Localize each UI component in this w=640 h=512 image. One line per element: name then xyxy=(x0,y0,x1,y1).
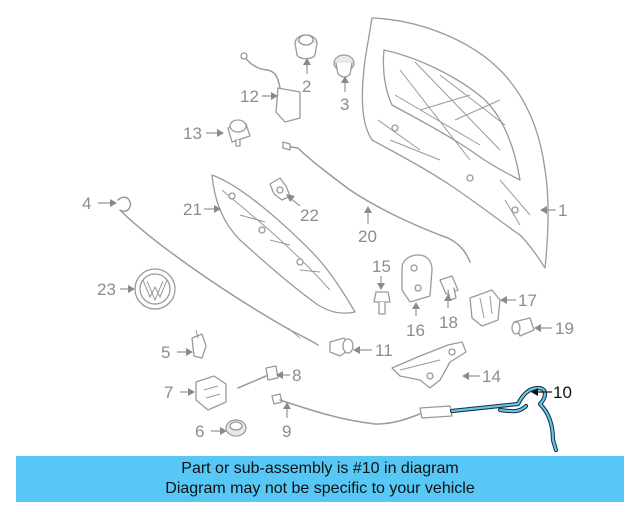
callout-5: 5 xyxy=(161,343,193,362)
svg-text:20: 20 xyxy=(358,227,377,246)
part-3-grommet xyxy=(333,54,355,78)
svg-text:5: 5 xyxy=(161,343,170,362)
callout-13: 13 xyxy=(183,124,224,143)
diagram-notice-banner: Part or sub-assembly is #10 in diagram D… xyxy=(16,456,624,502)
svg-text:8: 8 xyxy=(292,366,301,385)
svg-text:11: 11 xyxy=(375,341,393,360)
part-16-plate xyxy=(401,254,433,303)
callout-10: 10 xyxy=(531,383,572,402)
part-5-clip xyxy=(191,329,207,359)
svg-text:16: 16 xyxy=(406,321,425,340)
svg-text:4: 4 xyxy=(82,194,91,213)
callout-16: 16 xyxy=(406,302,425,340)
svg-text:19: 19 xyxy=(555,319,574,338)
svg-text:22: 22 xyxy=(300,206,319,225)
svg-text:17: 17 xyxy=(518,291,537,310)
callout-2: 2 xyxy=(302,58,311,96)
callout-1: 1 xyxy=(540,201,567,220)
banner-line-disclaimer: Diagram may not be specific to your vehi… xyxy=(165,480,475,497)
callout-23: 23 xyxy=(97,280,135,299)
part-7-block xyxy=(195,375,227,411)
part-17-bracket xyxy=(469,289,501,327)
svg-text:9: 9 xyxy=(282,422,291,441)
part-12-bracket xyxy=(240,52,301,123)
callout-3: 3 xyxy=(340,76,349,114)
callout-12: 12 xyxy=(240,87,278,106)
svg-text:3: 3 xyxy=(340,95,349,114)
svg-text:21: 21 xyxy=(183,200,202,219)
svg-text:13: 13 xyxy=(183,124,202,143)
svg-text:10: 10 xyxy=(553,383,572,402)
callout-14: 14 xyxy=(462,367,501,386)
part-10-highlighted-cable xyxy=(449,385,559,453)
callout-19: 19 xyxy=(534,319,574,338)
callout-4: 4 xyxy=(82,194,117,213)
callout-15: 15 xyxy=(372,257,391,290)
part-14-hinge xyxy=(391,341,467,389)
part-19-grommet xyxy=(511,317,535,337)
svg-text:15: 15 xyxy=(372,257,391,276)
svg-text:2: 2 xyxy=(302,77,311,96)
svg-text:12: 12 xyxy=(240,87,259,106)
callout-20: 20 xyxy=(358,206,377,246)
svg-text:6: 6 xyxy=(195,422,204,441)
svg-text:18: 18 xyxy=(439,313,458,332)
svg-text:7: 7 xyxy=(164,383,173,402)
part-13-bolt xyxy=(227,119,251,147)
part-4-prop-rod xyxy=(117,196,319,346)
part-18-bumper xyxy=(439,275,459,301)
svg-text:23: 23 xyxy=(97,280,116,299)
part-22-clip xyxy=(269,177,291,201)
callout-21: 21 xyxy=(183,200,221,219)
callout-7: 7 xyxy=(164,383,195,402)
svg-text:1: 1 xyxy=(558,201,567,220)
part-8-screw xyxy=(237,365,279,389)
callout-17: 17 xyxy=(500,291,537,310)
callout-6: 6 xyxy=(195,422,227,441)
svg-text:14: 14 xyxy=(482,367,501,386)
callout-18: 18 xyxy=(439,294,458,332)
banner-line-part-number: Part or sub-assembly is #10 in diagram xyxy=(181,460,459,477)
part-21-insulation-pad xyxy=(211,174,356,314)
parts-diagram: 1 2 3 4 5 6 7 8 9 10 xyxy=(82,17,574,453)
callout-22: 22 xyxy=(286,194,319,225)
callout-9: 9 xyxy=(282,402,291,441)
callout-11: 11 xyxy=(353,341,393,360)
part-2-bumper-stop xyxy=(294,34,318,60)
callout-8: 8 xyxy=(276,366,301,385)
part-20-cable xyxy=(282,141,471,263)
part-6-grommet xyxy=(225,419,247,437)
part-11-buffer xyxy=(329,337,354,357)
part-9-release-cable xyxy=(271,393,453,425)
part-15-bolt xyxy=(373,291,391,315)
part-23-emblem xyxy=(134,268,176,310)
part-1-hood xyxy=(361,17,549,269)
